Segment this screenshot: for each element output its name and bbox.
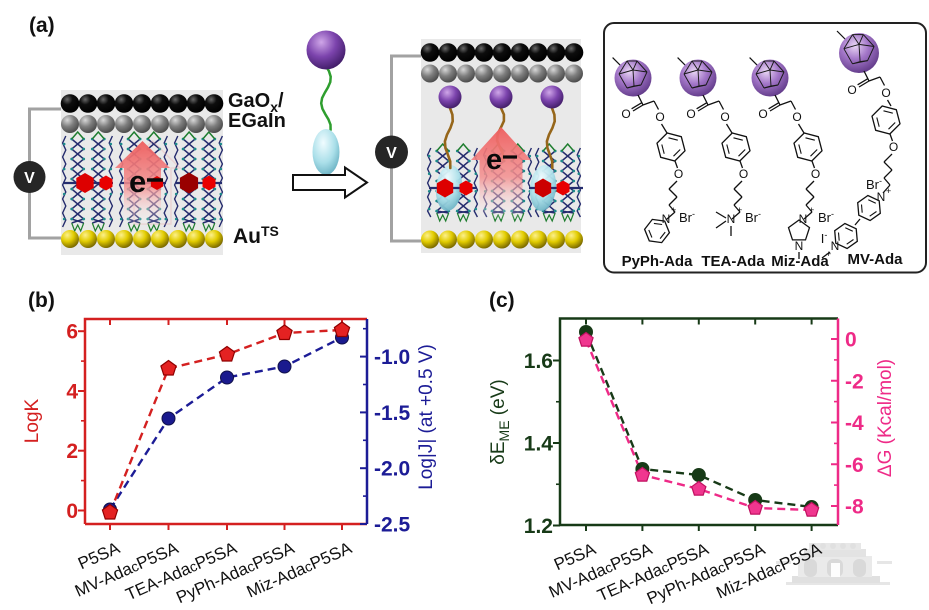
svg-text:2: 2 (66, 440, 78, 463)
svg-text:Br-: Br- (818, 209, 834, 225)
svg-text:+: + (809, 205, 814, 215)
svg-text:I-: I- (821, 230, 828, 246)
svg-text:1.2: 1.2 (524, 515, 553, 538)
svg-text:4: 4 (66, 381, 78, 404)
svg-text:-8: -8 (845, 496, 864, 519)
svg-text:-2.0: -2.0 (374, 458, 410, 481)
svg-text:(a): (a) (29, 14, 55, 37)
svg-text:O: O (811, 167, 820, 181)
svg-text:-6: -6 (845, 454, 864, 477)
svg-text:V: V (24, 170, 35, 187)
svg-text:PyPh-Ada: PyPh-Ada (622, 253, 694, 270)
svg-text:O: O (621, 107, 630, 121)
svg-text:N: N (662, 212, 671, 226)
svg-text:-1.5: -1.5 (374, 402, 411, 425)
svg-text:1.6: 1.6 (524, 350, 553, 373)
svg-text:+: + (737, 205, 742, 215)
svg-text:O: O (655, 110, 664, 124)
svg-text:-2: -2 (845, 370, 864, 393)
svg-text:Miz-Ada: Miz-Ada (771, 253, 829, 270)
svg-text:+: + (671, 205, 676, 215)
svg-text:+: + (886, 186, 891, 196)
svg-text:e: e (486, 144, 502, 176)
svg-text:O: O (889, 140, 898, 154)
svg-text:MV-Ada: MV-Ada (847, 251, 903, 268)
svg-text:N: N (877, 190, 886, 204)
svg-text:+: + (826, 249, 831, 259)
svg-text:(c): (c) (489, 289, 515, 312)
svg-text:O: O (847, 83, 856, 97)
svg-text:-1.0: -1.0 (374, 346, 410, 369)
svg-text:O: O (881, 86, 890, 100)
svg-text:e: e (129, 164, 146, 199)
svg-text:O: O (720, 110, 729, 124)
svg-text:N: N (799, 212, 808, 226)
svg-text:O: O (739, 167, 748, 181)
svg-text:Br-: Br- (866, 176, 882, 192)
svg-text:N: N (831, 239, 840, 253)
svg-text:6: 6 (66, 321, 78, 344)
svg-text:-2.5: -2.5 (374, 514, 411, 537)
svg-text:-4: -4 (845, 412, 864, 435)
svg-text:Br-: Br- (679, 209, 695, 225)
svg-text:EGaIn: EGaIn (228, 110, 286, 132)
svg-text:Log|J| (at +0.5 V): Log|J| (at +0.5 V) (416, 344, 437, 490)
svg-text:V: V (386, 145, 397, 162)
svg-text:1.4: 1.4 (524, 433, 554, 456)
svg-text:O: O (792, 110, 801, 124)
svg-text:GaOx/: GaOx/ (228, 90, 284, 115)
svg-text:O: O (674, 167, 683, 181)
svg-text:(b): (b) (28, 289, 55, 312)
svg-text:ΔG (Kcal/mol): ΔG (Kcal/mol) (875, 359, 896, 477)
svg-text:N: N (795, 239, 804, 253)
svg-text:O: O (758, 107, 767, 121)
svg-text:0: 0 (845, 329, 857, 352)
svg-text:N: N (727, 212, 736, 226)
svg-text:TEA-Ada: TEA-Ada (701, 253, 765, 270)
svg-text:0: 0 (66, 500, 78, 523)
svg-text:Br-: Br- (745, 209, 761, 225)
svg-text:O: O (686, 107, 695, 121)
svg-text:LogK: LogK (22, 398, 43, 443)
